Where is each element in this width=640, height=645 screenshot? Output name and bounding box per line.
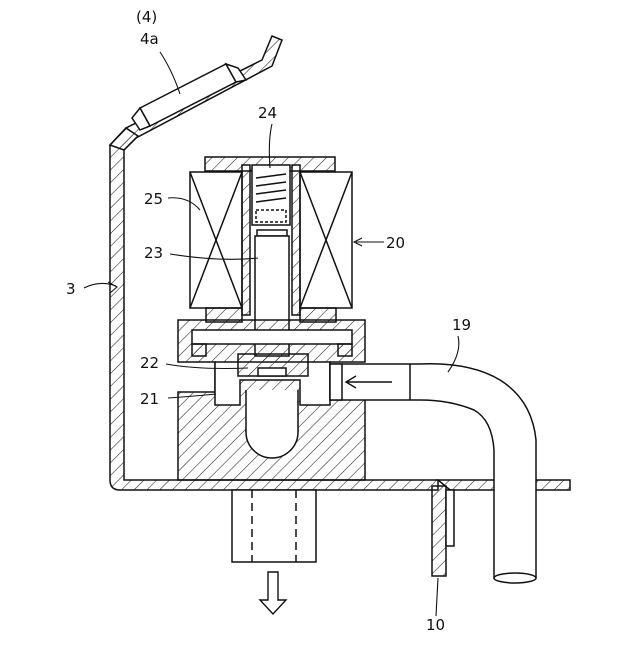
label-plunger: 23 bbox=[144, 244, 163, 262]
label-inlet-pipe: 19 bbox=[452, 316, 471, 334]
base-plate bbox=[432, 486, 454, 576]
label-valve-seat: 21 bbox=[140, 390, 159, 408]
label-valve-disc: 22 bbox=[140, 354, 159, 372]
leader-sensor bbox=[160, 52, 180, 94]
outlet-tube bbox=[232, 490, 316, 562]
sensor-block bbox=[132, 64, 246, 130]
spring bbox=[252, 165, 290, 225]
label-housing-group: (4) bbox=[136, 8, 157, 26]
label-casing: 3 bbox=[66, 280, 76, 298]
label-coil-left: 25 bbox=[144, 190, 163, 208]
label-spring: 24 bbox=[258, 104, 277, 122]
leader-base bbox=[436, 578, 438, 616]
label-coil: 20 bbox=[386, 234, 405, 252]
label-base-plate: 10 bbox=[426, 616, 445, 634]
label-sensor: 4a bbox=[140, 30, 159, 48]
flow-arrow-outlet bbox=[260, 572, 286, 614]
